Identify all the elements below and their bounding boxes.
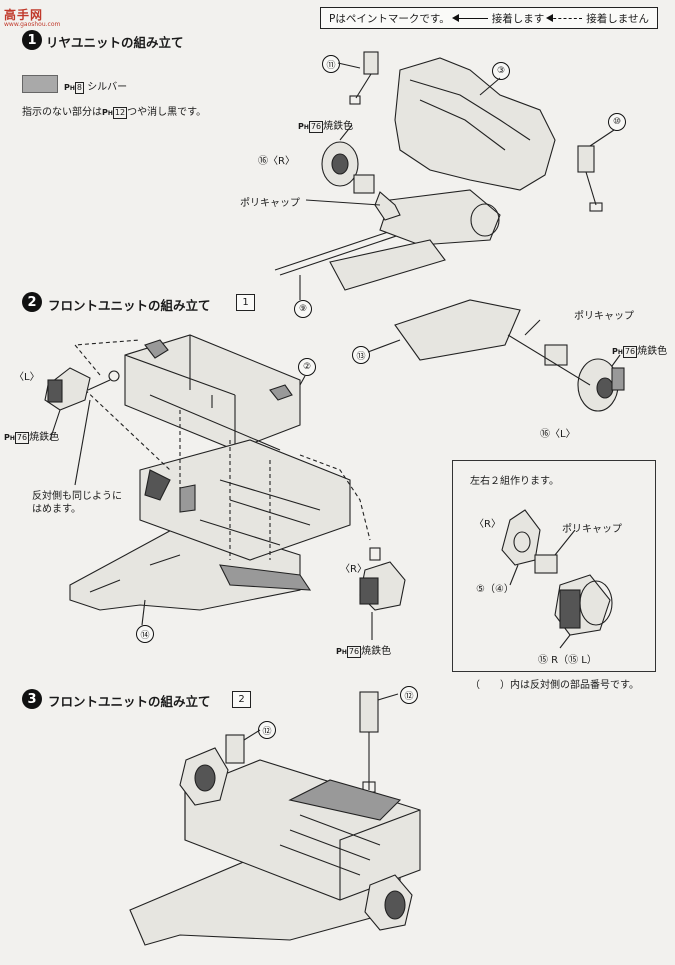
watermark-logo: 高手网 (4, 8, 44, 22)
part-16r-label: ⑯〈R〉 (258, 156, 295, 167)
legend-glued: 接着します (491, 12, 545, 25)
inset-title: 左右２組作ります。 (470, 476, 559, 487)
paint-color-name: 焼鉄色 (29, 432, 60, 443)
step1-number: 1 (22, 30, 42, 50)
step3-ref-box: 2 (232, 691, 251, 708)
callout-14: ⑭ (136, 625, 154, 643)
inset-part-15: ⑮ R（⑮ L） (538, 655, 597, 666)
shock-absorber-10 (577, 145, 603, 212)
inset-label-r: 〈R〉 (474, 519, 501, 530)
hub-left (44, 367, 120, 411)
front-unit-drawing (44, 334, 406, 640)
hub-right (359, 547, 406, 611)
inset-box (452, 460, 656, 672)
note-line2: はめます。 (32, 504, 81, 515)
callout-9: ⑨ (294, 300, 312, 318)
inset-part-5: ⑤（④） (476, 584, 514, 595)
paint-mark-icon: PH (4, 433, 15, 442)
step2-number: 2 (22, 292, 42, 312)
paint-color-name: 焼鉄色 (637, 346, 668, 357)
paint-mark-icon: PH (64, 83, 75, 92)
paint-mark-icon: PH (612, 347, 623, 356)
paint-mark-icon: PH (298, 122, 309, 131)
paint-code: 76 (14, 432, 30, 444)
watermark-url: www.gaoshou.com (4, 21, 61, 28)
shock-absorber-12-left (225, 734, 245, 764)
brake-disc-16l (544, 344, 625, 412)
callout-13: ⑬ (352, 346, 370, 364)
paint-code: 76 (308, 121, 324, 133)
note-line1: 反対側も同じように (32, 491, 122, 502)
step2-ref-box: 1 (236, 294, 255, 311)
callout-12-left: ⑫ (258, 721, 276, 739)
step2-title: フロントユニットの組み立て (48, 298, 211, 313)
step3-number: 3 (22, 689, 42, 709)
shock-absorber-12-top (359, 691, 379, 793)
callout-2: ② (298, 358, 316, 376)
dashed-arrow-icon (546, 13, 583, 22)
paint-code: 12 (112, 107, 128, 119)
paint-code: 76 (622, 346, 638, 358)
inset-footnote: （ ）内は反対側の部品番号です。 (470, 680, 639, 691)
brake-disc-16r (321, 141, 401, 221)
paint-mark-icon: PH (102, 108, 113, 117)
rear-unit-drawing (274, 51, 625, 412)
note-suffix: つや消し黒です。 (127, 107, 207, 118)
callout-3: ③ (492, 62, 510, 80)
solid-arrow-icon (451, 13, 488, 22)
label-l: 〈L〉 (14, 372, 40, 383)
callout-11: ⑪ (322, 55, 340, 73)
step1-title: リヤユニットの組み立て (46, 35, 184, 50)
part-16l-label: ⑯〈L〉 (540, 429, 576, 440)
shock-absorber-11 (349, 51, 379, 105)
callout-10: ⑩ (608, 113, 626, 131)
callout-12-top: ⑫ (400, 686, 418, 704)
polycap-right-label: ポリキャップ (574, 311, 634, 322)
silver-swatch (22, 75, 58, 93)
paint-color-name: 焼鉄色 (361, 646, 392, 657)
swatch-color-name: シルバー (87, 82, 128, 93)
inset-hub-drawing (501, 509, 613, 649)
paint-code: 8 (74, 82, 84, 94)
label-r: 〈R〉 (340, 564, 367, 575)
inset-polycap: ポリキャップ (562, 524, 622, 535)
legend-paint-mark: Pはペイントマークです。 (329, 12, 450, 25)
legend-not-glued: 接着しません (586, 12, 649, 25)
note-prefix: 指示のない部分は (22, 107, 102, 118)
step3-title: フロントユニットの組み立て (48, 694, 211, 709)
paint-code: 76 (346, 646, 362, 658)
polycap-label: ポリキャップ (240, 198, 300, 209)
front-unit-assembled-drawing (129, 691, 421, 946)
legend-box: Pはペイントマークです。 接着します 接着しません (320, 7, 658, 29)
paint-color-name: 焼鉄色 (323, 121, 354, 132)
paint-mark-icon: PH (336, 647, 347, 656)
